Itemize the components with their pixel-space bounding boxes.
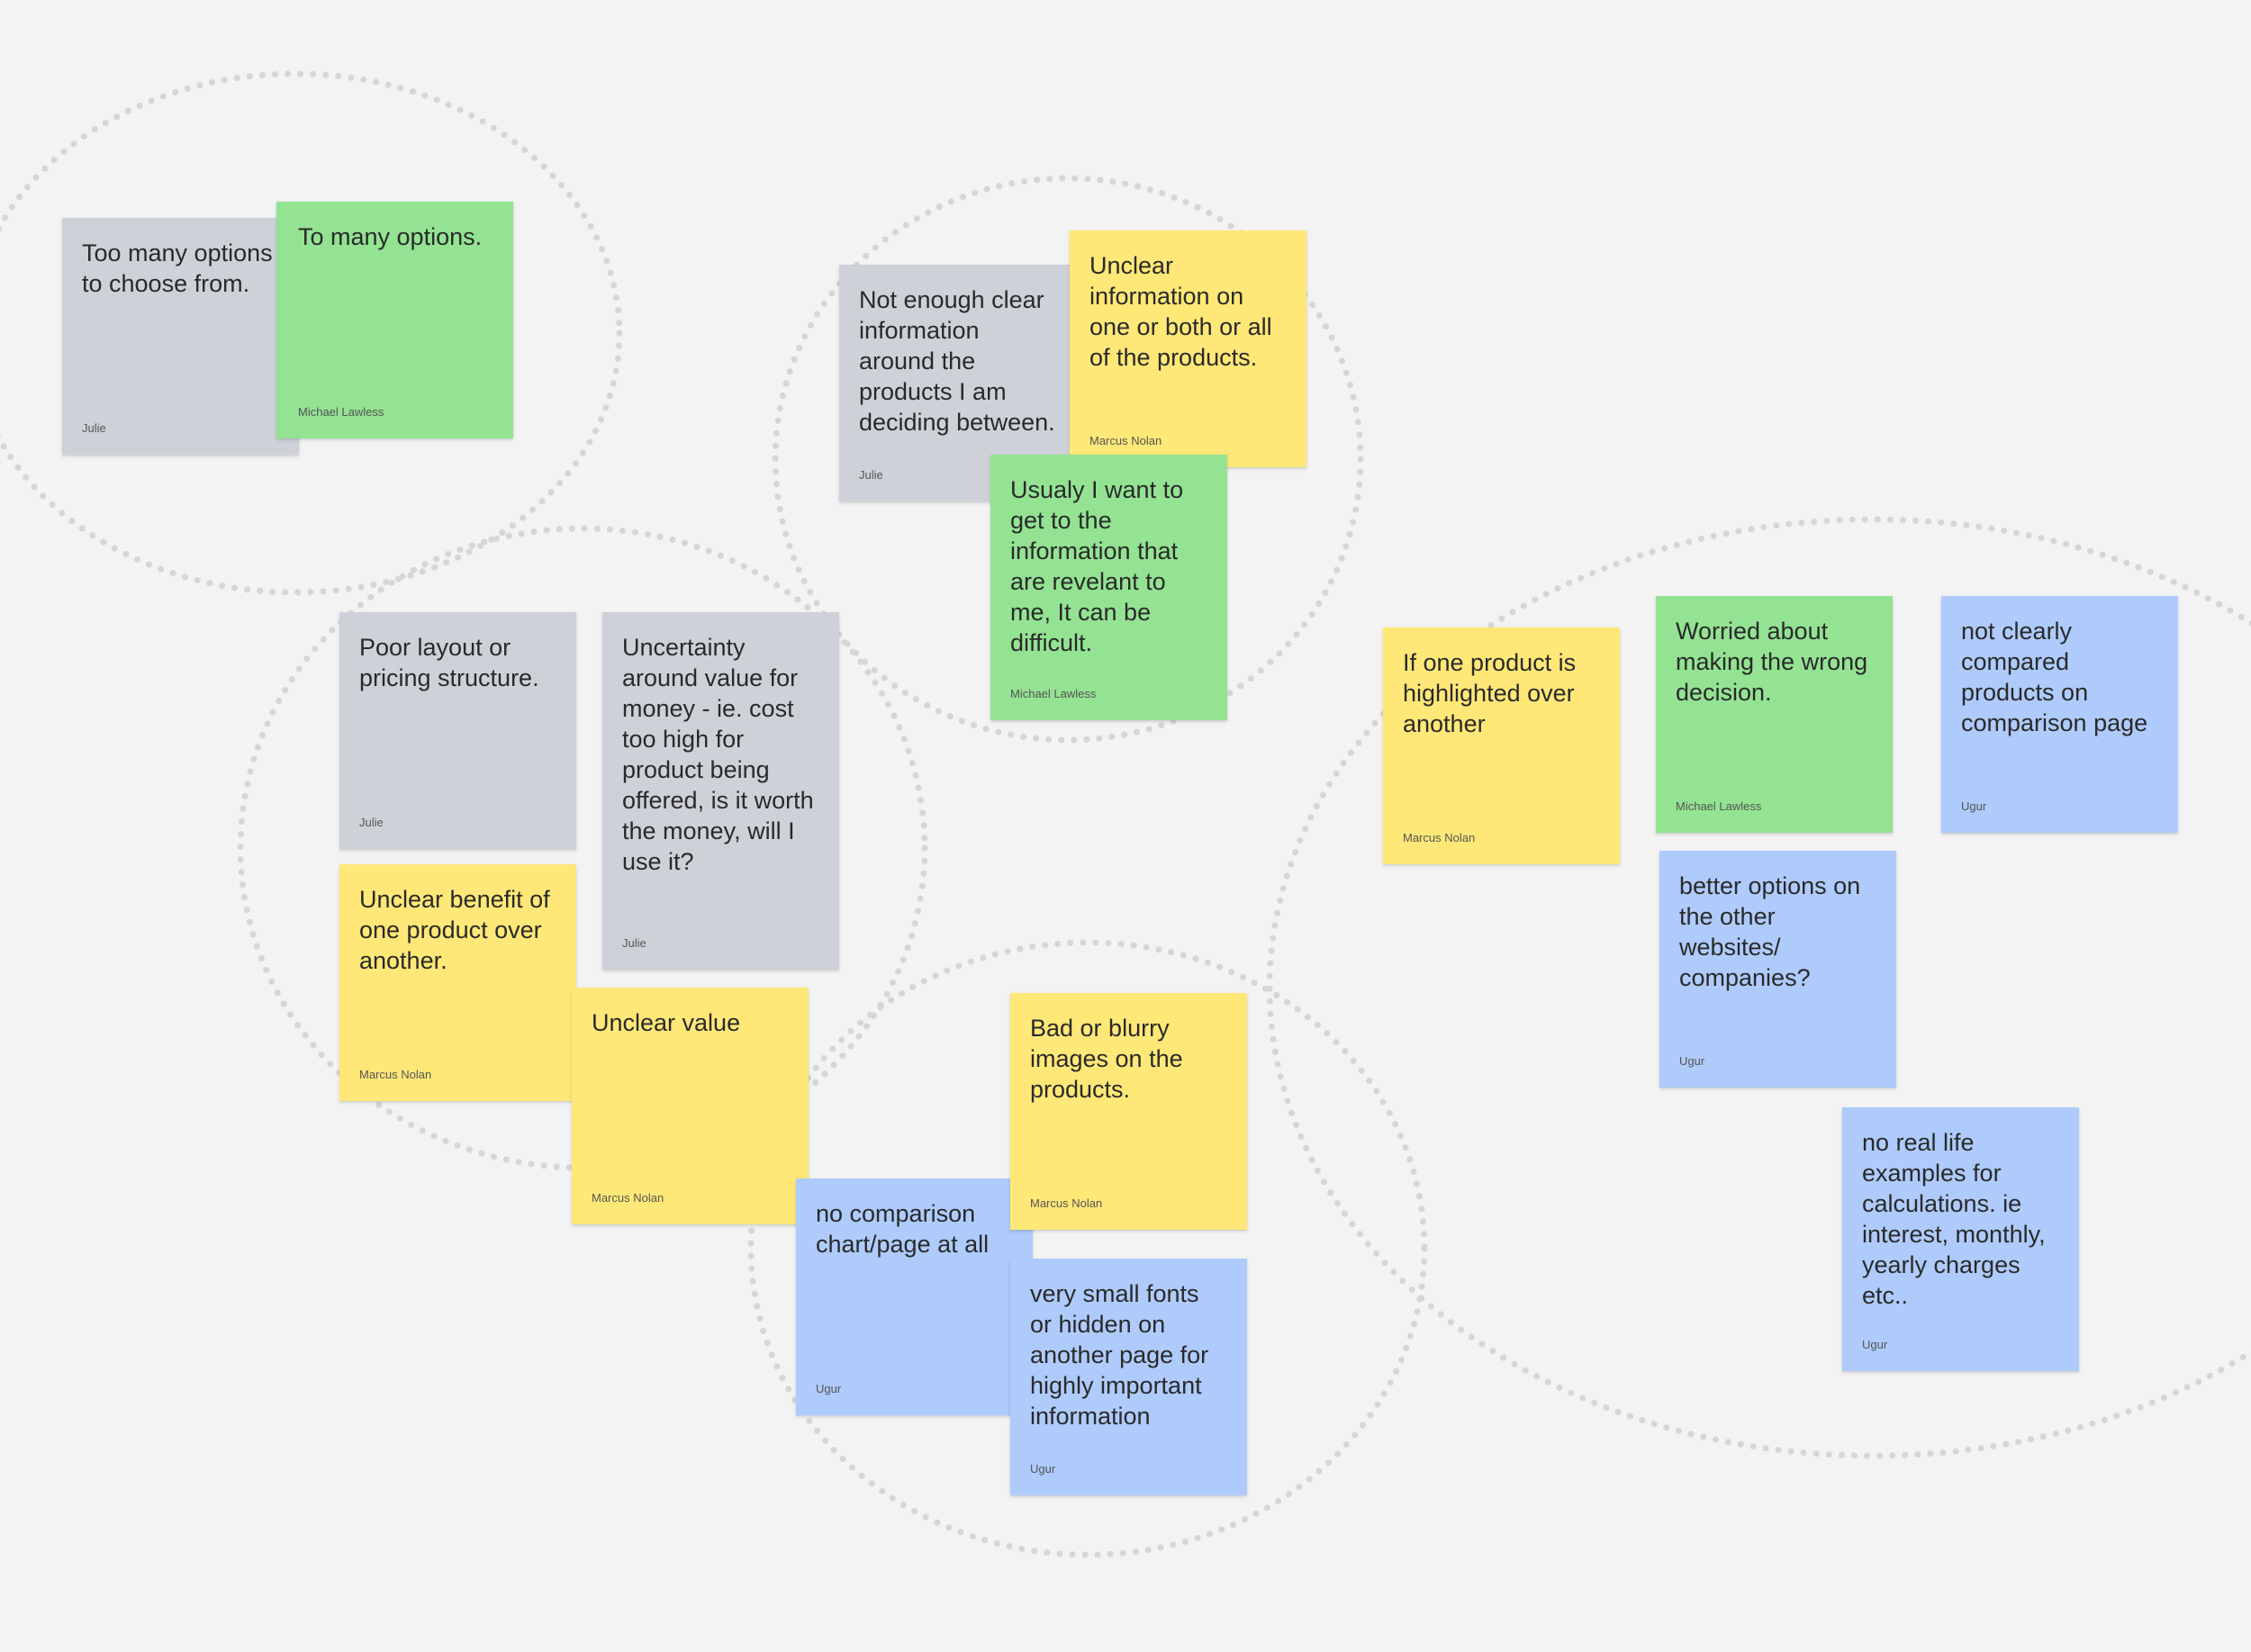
sticky-note[interactable]: better options on the other websites/ co… <box>1659 851 1896 1088</box>
sticky-note-text: Uncertainty around value for money - ie.… <box>622 634 814 875</box>
sticky-note[interactable]: no real life examples for calculations. … <box>1842 1107 2079 1371</box>
sticky-note-text: Poor layout or pricing structure. <box>359 634 539 691</box>
sticky-note[interactable]: Worried about making the wrong decision.… <box>1656 596 1893 833</box>
sticky-note-text: Bad or blurry images on the products. <box>1030 1015 1183 1103</box>
sticky-note[interactable]: Not enough clear information around the … <box>839 265 1076 501</box>
sticky-note-author: Julie <box>622 936 646 950</box>
sticky-note-text: no real life examples for calculations. … <box>1862 1129 2046 1309</box>
sticky-note-text: Unclear benefit of one product over anot… <box>359 886 550 974</box>
sticky-note[interactable]: very small fonts or hidden on another pa… <box>1010 1259 1247 1495</box>
sticky-note-author: Ugur <box>816 1382 842 1395</box>
sticky-note-author: Michael Lawless <box>1676 799 1762 813</box>
sticky-note[interactable]: Uncertainty around value for money - ie.… <box>602 612 839 970</box>
sticky-note-author: Marcus Nolan <box>1403 831 1476 844</box>
sticky-note[interactable]: Unclear information on one or both or al… <box>1070 230 1306 467</box>
sticky-note-text: very small fonts or hidden on another pa… <box>1030 1280 1209 1430</box>
sticky-note[interactable]: not clearly compared products on compari… <box>1941 596 2178 833</box>
sticky-note-author: Julie <box>359 816 384 829</box>
sticky-note-text: If one product is highlighted over anoth… <box>1403 649 1577 737</box>
sticky-note-text: no comparison chart/page at all <box>816 1200 990 1258</box>
sticky-note[interactable]: To many options. Michael Lawless <box>276 202 513 438</box>
sticky-note-author: Ugur <box>1862 1338 1888 1351</box>
sticky-note-text: Worried about making the wrong decision. <box>1676 618 1868 706</box>
sticky-note-author: Ugur <box>1030 1462 1056 1476</box>
sticky-note[interactable]: Poor layout or pricing structure. Julie <box>339 612 576 849</box>
sticky-note[interactable]: Too many options to choose from. Julie <box>62 218 299 455</box>
sticky-note-author: Marcus Nolan <box>1089 434 1162 447</box>
sticky-note-author: Ugur <box>1961 799 1987 813</box>
sticky-note-text: Usualy I want to get to the information … <box>1010 476 1184 656</box>
sticky-note[interactable]: If one product is highlighted over anoth… <box>1383 627 1620 864</box>
sticky-note-text: Unclear information on one or both or al… <box>1089 252 1272 371</box>
sticky-note-text: To many options. <box>298 223 483 250</box>
sticky-note-author: Michael Lawless <box>298 405 384 419</box>
sticky-note-author: Marcus Nolan <box>359 1068 432 1081</box>
sticky-note[interactable]: Usualy I want to get to the information … <box>990 455 1227 720</box>
sticky-note[interactable]: Unclear benefit of one product over anot… <box>339 864 576 1101</box>
sticky-note[interactable]: no comparison chart/page at all Ugur <box>796 1178 1033 1415</box>
sticky-note-text: Not enough clear information around the … <box>859 286 1055 436</box>
sticky-note-text: Too many options to choose from. <box>82 239 273 297</box>
sticky-note-text: Unclear value <box>592 1009 741 1036</box>
sticky-note-author: Marcus Nolan <box>592 1191 664 1205</box>
sticky-note-text: better options on the other websites/ co… <box>1679 872 1861 991</box>
sticky-note-author: Marcus Nolan <box>1030 1196 1103 1210</box>
sticky-note-author: Ugur <box>1679 1054 1705 1068</box>
sticky-note-author: Michael Lawless <box>1010 687 1097 700</box>
sticky-note[interactable]: Bad or blurry images on the products. Ma… <box>1010 993 1247 1230</box>
sticky-note-text: not clearly compared products on compari… <box>1961 618 2148 736</box>
sticky-note[interactable]: Unclear value Marcus Nolan <box>572 988 809 1224</box>
sticky-note-author: Julie <box>859 468 883 482</box>
sticky-note-author: Julie <box>82 421 106 435</box>
